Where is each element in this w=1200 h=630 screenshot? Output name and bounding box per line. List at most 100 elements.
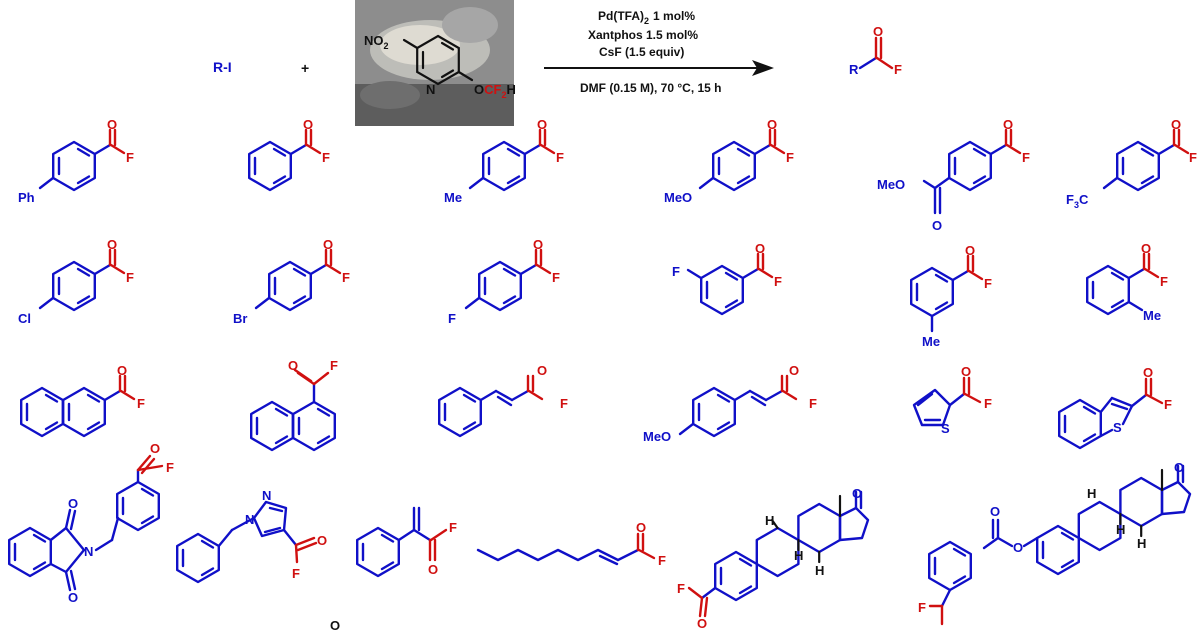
label-f: F	[984, 396, 992, 411]
label-f: F	[1164, 397, 1172, 412]
condition-ligand: Xantphos 1.5 mol%	[588, 28, 698, 42]
compound-benzothiophene-acyl-fluoride	[1057, 377, 1164, 450]
label-o: O	[117, 363, 127, 378]
label-f: F	[677, 581, 685, 596]
label-s: S	[1113, 420, 1122, 435]
label-o: O	[537, 363, 547, 378]
label-o-cropped: O	[330, 618, 340, 630]
label-f: F	[449, 520, 457, 535]
label-f: F	[126, 150, 134, 165]
condition-base: CsF (1.5 equiv)	[599, 45, 684, 59]
compound-methyl-ester-acyl-fluoride	[922, 128, 1022, 215]
label-o: O	[68, 496, 78, 511]
label-meo: MeO	[643, 429, 671, 444]
label-n: N	[245, 512, 254, 527]
compound-decenoyl-fluoride	[476, 532, 656, 566]
compound-2-methylbenzoyl-fluoride	[1085, 252, 1160, 316]
compound-estrone-ester-acyl-fluoride	[928, 464, 1192, 626]
label-o: O	[1174, 460, 1184, 475]
label-cl: Cl	[18, 311, 31, 326]
compound-4-fluorobenzoyl-fluoride	[464, 248, 552, 312]
label-meo: MeO	[664, 190, 692, 205]
compound-1-naphthoyl-fluoride	[249, 368, 336, 452]
label-o: O	[961, 364, 971, 379]
label-f: F	[1022, 150, 1030, 165]
compound-benzoyl-fluoride	[247, 128, 322, 192]
label-me: Me	[1143, 308, 1161, 323]
label-o: O	[697, 616, 707, 630]
reagent-pyridine-n: N	[426, 82, 435, 97]
label-h: H	[1116, 522, 1125, 537]
label-f: F	[166, 460, 174, 475]
label-o: O	[1013, 540, 1023, 555]
label-f: F	[984, 276, 992, 291]
label-o: O	[533, 237, 543, 252]
label-n: N	[84, 544, 93, 559]
label-f: F	[560, 396, 568, 411]
label-o: O	[68, 590, 78, 605]
compound-pyrazole-acyl-fluoride	[175, 500, 318, 584]
label-f: F	[126, 270, 134, 285]
label-f-sub: F	[448, 311, 456, 326]
label-f: F	[1160, 274, 1168, 289]
label-f: F	[918, 600, 926, 615]
compound-phthalimide-acyl-fluoride	[8, 454, 164, 592]
label-f: F	[342, 270, 350, 285]
compound-styryl-acyl-fluoride	[356, 506, 448, 578]
label-o: O	[965, 243, 975, 258]
label-f: F	[774, 274, 782, 289]
label-h: H	[815, 563, 824, 578]
reaction-arrow	[544, 60, 774, 76]
label-f: F	[330, 358, 338, 373]
compound-estrone-acyl-fluoride	[687, 490, 870, 618]
label-o: O	[323, 237, 333, 252]
general-product	[858, 36, 894, 70]
label-s: S	[941, 421, 950, 436]
label-o: O	[317, 533, 327, 548]
general-product-r: R	[849, 62, 859, 77]
reagent-photo	[355, 0, 514, 126]
label-f: F	[556, 150, 564, 165]
label-o: O	[1003, 117, 1013, 132]
label-o: O	[537, 117, 547, 132]
condition-solvent: DMF (0.15 M), 70 °C, 15 h	[580, 81, 722, 95]
label-o: O	[932, 218, 942, 233]
reagent-no2: NO2	[364, 33, 389, 51]
reagent-ocf2h: OCF2H	[474, 82, 516, 100]
label-meo: MeO	[877, 177, 905, 192]
label-h: H	[794, 548, 803, 563]
label-o: O	[767, 117, 777, 132]
label-o: O	[107, 237, 117, 252]
label-o: O	[303, 117, 313, 132]
compound-4-methylbenzoyl-fluoride	[468, 128, 556, 192]
compound-4-methoxybenzoyl-fluoride	[698, 128, 786, 192]
label-o: O	[755, 241, 765, 256]
compound-3-methylbenzoyl-fluoride	[910, 254, 984, 333]
label-f: F	[658, 553, 666, 568]
label-f: F	[786, 150, 794, 165]
compound-cinnamoyl-fluoride	[438, 374, 544, 438]
label-o: O	[990, 504, 1000, 519]
compound-4-chlorobenzoyl-fluoride	[38, 248, 126, 312]
label-o: O	[789, 363, 799, 378]
compound-biphenyl-acyl-fluoride	[38, 128, 126, 192]
label-f3c: F3C	[1066, 192, 1089, 210]
label-o: O	[428, 562, 438, 577]
label-f: F	[552, 270, 560, 285]
compound-thiophene-acyl-fluoride	[912, 376, 982, 427]
label-f: F	[137, 396, 145, 411]
label-h: H	[1137, 536, 1146, 551]
label-o: O	[852, 486, 862, 501]
label-o: O	[1171, 117, 1181, 132]
label-o: O	[150, 441, 160, 456]
label-h: H	[765, 513, 774, 528]
label-f: F	[809, 396, 817, 411]
label-f-sub: F	[672, 264, 680, 279]
label-o: O	[1141, 241, 1151, 256]
plus-sign: +	[301, 60, 309, 76]
label-br: Br	[233, 311, 247, 326]
label-h: H	[1087, 486, 1096, 501]
label-n: N	[262, 488, 271, 503]
